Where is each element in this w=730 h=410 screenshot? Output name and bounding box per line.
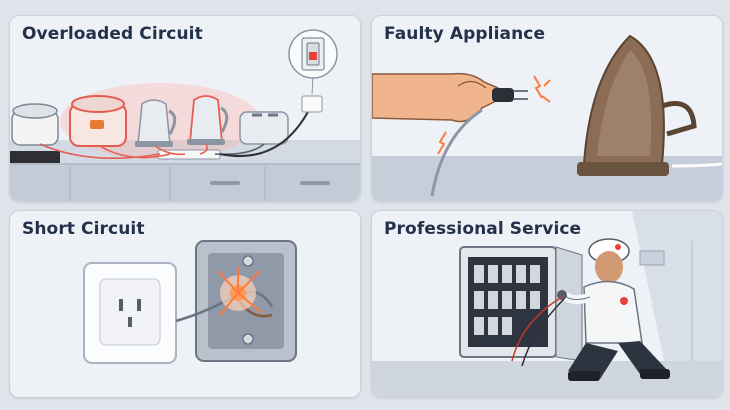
panel-overloaded-circuit: Overloaded Circuit [9,15,361,202]
spark-icon [217,267,263,316]
panel-title: Overloaded Circuit [22,24,203,44]
overloaded-circuit-illustration [10,16,360,201]
iron-icon [577,34,697,176]
panel-title: Professional Service [384,219,582,239]
toaster-icon [239,111,289,145]
kettle-icon [135,99,177,147]
panel-title: Short Circuit [22,219,145,239]
professional-service-illustration [372,211,722,397]
breaker-callout-icon [288,29,338,95]
panel-title: Faulty Appliance [384,24,546,44]
spark-icon [437,75,551,155]
socket-icon [83,262,177,364]
short-circuit-illustration [10,211,360,397]
rice-cooker-icon [11,103,59,146]
panel-short-circuit: Short Circuit [9,210,361,398]
kettle-icon [187,95,229,145]
faulty-appliance-illustration [372,16,722,201]
electrical-panel-icon [459,246,583,362]
panel-faulty-appliance: Faulty Appliance [371,15,723,202]
plug-icon [492,88,528,102]
technician-icon [557,238,670,381]
panel-professional-service: Professional Service [371,210,723,398]
glowing-cooker-icon [69,95,127,147]
